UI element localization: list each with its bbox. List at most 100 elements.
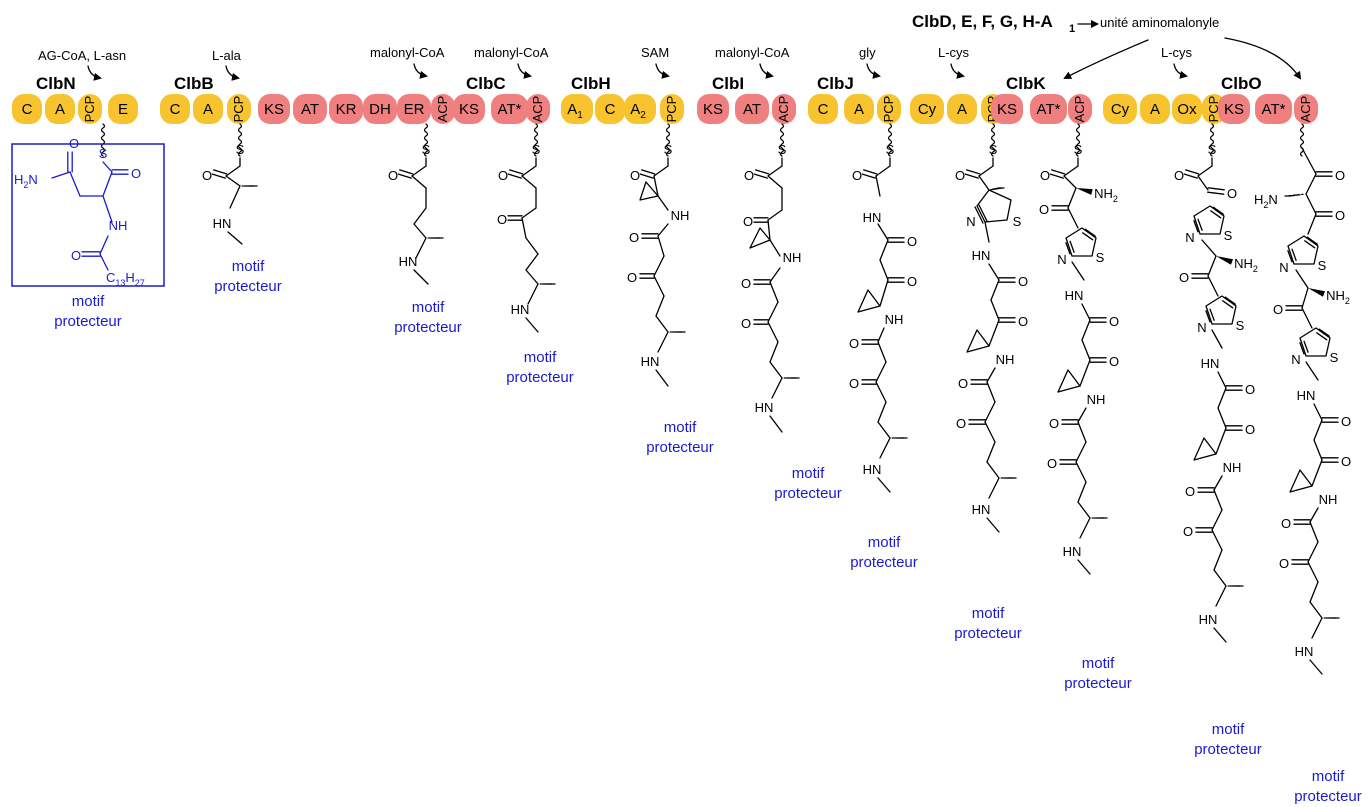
bond (102, 161, 113, 173)
domain-acp: ACP (1068, 94, 1092, 124)
domain-label: AT* (1037, 101, 1061, 118)
atom-label: O (388, 168, 398, 183)
atom-label: O (1185, 484, 1195, 499)
atom-label: O (1039, 202, 1049, 217)
bond (769, 415, 783, 433)
atom-label: NH (996, 352, 1015, 367)
bond (1307, 561, 1319, 583)
substrate-labels: AG-CoA, L-asn L-ala malonyl-CoA malonyl-… (38, 45, 1193, 63)
domain-label: KS (459, 101, 479, 118)
domain-acp: ACP (526, 94, 550, 124)
atom-label: O (1047, 456, 1057, 471)
atom-label: HN (1063, 544, 1082, 559)
domain-dh: DH (363, 94, 397, 124)
atom-label: O (1281, 516, 1291, 531)
bond (525, 269, 539, 285)
domain-at-star: AT* (491, 94, 528, 124)
atom-label: O (1227, 186, 1237, 201)
bond (1211, 509, 1223, 531)
bond (413, 269, 429, 285)
pantetheine-arm (533, 123, 539, 157)
atom-label: HN (1297, 388, 1316, 403)
pantetheine-arms (100, 123, 1305, 157)
bond (1313, 439, 1323, 461)
bond (1063, 175, 1077, 189)
bond (1217, 407, 1227, 429)
atom-label: S (236, 142, 245, 157)
bond (639, 173, 655, 179)
atom-label: S (99, 146, 108, 161)
atom-label: S (1330, 350, 1339, 365)
bond (767, 209, 783, 221)
bond (521, 207, 537, 219)
atom-label: N (1279, 260, 1288, 275)
bond (1207, 191, 1225, 195)
atom-label: S (422, 142, 431, 157)
bond (397, 173, 413, 179)
bond (525, 317, 539, 333)
atom-label: NH (671, 208, 690, 223)
bond (877, 223, 889, 241)
motif-line2: protecteur (54, 313, 122, 330)
bond (771, 377, 783, 399)
atom-label: HN (1295, 644, 1314, 659)
bond (769, 267, 781, 283)
atom-label: O (1273, 302, 1283, 317)
atom-label: S (1074, 142, 1083, 157)
atom-label: O (958, 376, 968, 391)
bond (1309, 581, 1319, 603)
domain-label: KR (336, 101, 357, 118)
substrate-label: malonyl-CoA (474, 45, 549, 60)
bond (984, 401, 996, 423)
bond (653, 165, 669, 177)
domain-label: DH (369, 101, 391, 118)
atom-label: H2N (1254, 192, 1278, 210)
bond (521, 175, 537, 189)
module-name: ClbO (1221, 74, 1262, 93)
bond (415, 237, 427, 259)
bond (753, 173, 769, 179)
pantetheine-arm (887, 123, 893, 157)
domain-a: A (45, 94, 75, 124)
bond (978, 165, 994, 177)
motif-line1: motif (524, 349, 557, 366)
wedge-bond (1216, 256, 1234, 265)
domain-label: A (203, 101, 213, 118)
bond (879, 279, 889, 307)
atom-label: O (498, 168, 508, 183)
domain-a2: A2 (624, 94, 656, 124)
bond (754, 169, 770, 175)
bond (767, 301, 779, 323)
bond (1081, 339, 1091, 361)
bond (1305, 361, 1319, 381)
atom-label: HN (641, 354, 660, 369)
domain-a: A (1140, 94, 1170, 124)
bond (507, 173, 523, 179)
atom-label: NH (885, 312, 904, 327)
domain-cy: Cy (1103, 94, 1137, 124)
motif-line2: protecteur (1194, 741, 1262, 758)
bond (877, 401, 887, 423)
atom-label: HN (213, 216, 232, 231)
bond (1077, 501, 1091, 519)
bond (655, 369, 669, 387)
atom-label: O (627, 270, 637, 285)
domain-ox: Ox (1172, 94, 1202, 124)
motif-line1: motif (792, 465, 825, 482)
substrate-label: L-cys (1161, 45, 1193, 60)
bond (1201, 239, 1217, 257)
bond (879, 239, 889, 261)
bond (974, 206, 984, 224)
bond (413, 207, 427, 225)
pantetheine-arm (665, 123, 671, 157)
domain-label: C (22, 101, 33, 118)
bond (1212, 206, 1224, 215)
domain-er: ER (397, 94, 431, 124)
substrate-arrow (87, 65, 102, 81)
bond (1067, 187, 1077, 209)
